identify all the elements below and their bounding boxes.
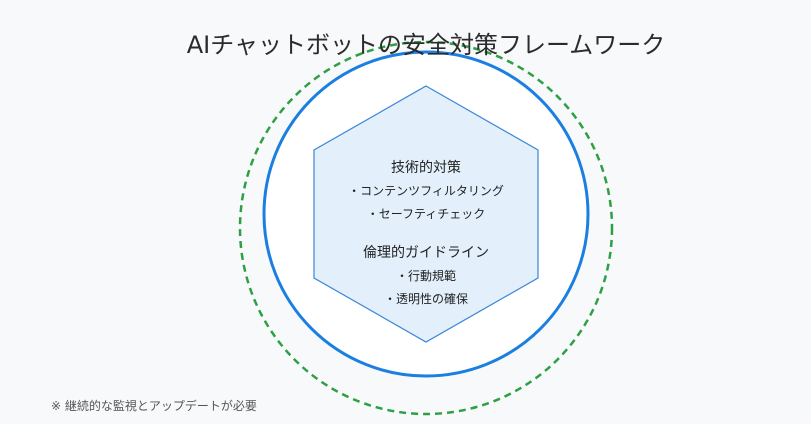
section-heading-ethical: 倫理的ガイドライン (363, 245, 489, 261)
footnote: ※ 継続的な監視とアップデートが必要 (51, 398, 257, 413)
central-hexagon (313, 85, 539, 343)
item-content-filtering: ・コンテンツフィルタリング (348, 184, 504, 198)
section-heading-technical: 技術的対策 (391, 159, 461, 176)
outer-dashed-ring (238, 40, 614, 416)
diagram-title: AIチャットボットの安全対策フレームワーク (187, 31, 666, 59)
item-code-of-conduct: ・行動規範 (396, 268, 456, 283)
item-transparency: ・透明性の確保 (384, 291, 468, 306)
item-safety-check: ・セーフティチェック (367, 207, 486, 221)
